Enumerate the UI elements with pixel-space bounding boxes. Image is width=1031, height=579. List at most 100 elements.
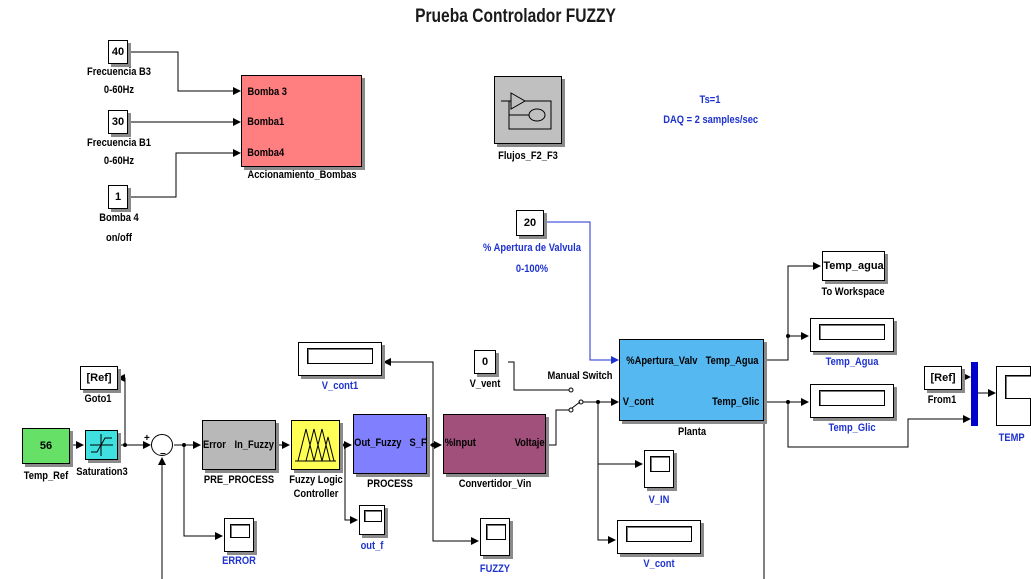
process-label: PROCESS [367,478,413,490]
scope-screen [626,526,692,542]
temp-scope-label: TEMP [998,432,1025,444]
apertura-range: 0-100% [515,263,549,275]
planta-label: Planta [677,426,707,438]
frec-b1-constant[interactable]: 30 [108,110,128,134]
fuzzy-logic-controller-block[interactable] [291,420,340,470]
apertura-constant[interactable]: 20 [516,210,544,236]
out-f-scope[interactable] [359,505,385,535]
port-bomba4: Bomba4 [247,147,285,159]
pre-process-label: PRE_PROCESS [203,474,275,486]
fuzzy-scope[interactable] [480,518,510,556]
saturation-label: Saturation3 [76,466,128,478]
port-error: Error [203,439,226,451]
manual-switch-label: Manual Switch [547,370,613,382]
port-input: %Input [444,437,476,449]
port-voltaje: Voltaje [514,437,545,449]
temp-agua-scope[interactable] [810,318,894,352]
to-workspace-label: To Workspace [821,286,885,298]
saturation-block[interactable] [85,430,118,460]
apertura-label: % Apertura de Valvula [483,242,581,254]
v-vent-label: V_vent [469,378,501,390]
out-f-scope-label: out_f [360,540,384,552]
wire-b3 [128,51,241,95]
port-s-f: S_F [409,437,427,449]
flujos-label: Flujos_F2_F3 [498,150,558,162]
bomba4-label: Bomba 4 [99,212,139,224]
port-apertura-valv: %Apertura_Valv [626,355,698,367]
port-v-cont: V_cont [622,396,654,408]
sum-block[interactable]: + − [144,433,173,460]
port-temp-glic: Temp_Glic [711,396,759,408]
wire-agua [764,262,821,361]
port-temp-agua: Temp_Agua [705,355,759,367]
manual-switch-block[interactable] [564,384,588,416]
wire-apertura [546,221,619,364]
error-scope-label: ERROR [222,555,256,567]
v-in-scope-label: V_IN [648,494,670,506]
wire-goto [117,374,126,445]
port-out-fuzzy: Out_Fuzzy [354,437,402,449]
manual-switch-icon [568,387,584,413]
bomba4-range: on/off [106,232,132,244]
v-in-scope[interactable] [644,450,674,488]
temp-scope[interactable] [996,366,1031,426]
port-bomba3: Bomba 3 [247,86,287,98]
port-bomba1: Bomba1 [247,116,285,128]
frec-b3-range: 0-60Hz [103,84,135,96]
diagram-title: Prueba Controlador FUZZY [415,6,616,27]
from1-block[interactable]: [Ref] [924,366,962,390]
flujos-subsystem-block[interactable] [494,76,562,144]
daq-note: DAQ = 2 samples/sec [663,114,759,126]
bomba4-constant[interactable]: 1 [108,185,128,209]
temp-ref-constant[interactable]: 56 [22,428,70,464]
sample-time-label: Ts=1 [699,94,721,106]
wire-vent-sw [508,361,569,391]
wire-error [183,445,223,540]
scope-screen [486,524,506,540]
convertidor-vin-block[interactable]: %Input Voltaje [443,414,546,474]
scope-screen [364,510,382,522]
accionamiento-bombas-label: Accionamiento_Bombas [247,169,357,181]
sum-minus: − [160,449,166,460]
v-cont-scope[interactable] [617,520,701,554]
v-vent-constant[interactable]: 0 [474,350,496,374]
saturation-icon [90,434,113,456]
from1-label: From1 [927,394,957,406]
port-in-fuzzy: In_Fuzzy [234,439,274,451]
membership-functions-icon [295,428,336,462]
scope-screen [819,324,885,340]
flc-label-2: Controller [293,488,339,500]
fuzzy-scope-label: FUZZY [479,563,511,575]
wire-conv-sw [546,409,569,446]
temp-glic-scope-label: Temp_Glic [828,422,876,434]
accionamiento-bombas-block[interactable]: Bomba 3 Bomba1 Bomba4 [241,75,362,167]
scope-screen [650,456,670,472]
mux-block[interactable] [971,362,978,426]
frec-b3-constant[interactable]: 40 [108,40,128,64]
v-cont1-scope[interactable] [298,342,382,376]
temp-glic-scope[interactable] [810,384,894,418]
wire-vcont1 [383,358,434,445]
error-scope[interactable] [224,518,254,552]
scope-screen [230,524,250,538]
scope-screen [307,348,373,364]
subsystem-icon [501,92,552,130]
scope-screen [1005,375,1031,399]
planta-block[interactable]: %Apertura_Valv V_cont Temp_Agua Temp_Gli… [619,339,764,421]
wire-b4 [128,149,241,198]
sum-plus: + [144,433,150,444]
wire-glic-mux [787,402,971,448]
scope-screen [819,390,885,406]
process-block[interactable]: Out_Fuzzy S_F [353,414,427,474]
to-workspace-block[interactable]: Temp_agua [822,251,885,281]
frec-b3-label: Frecuencia B3 [87,66,151,78]
v-cont1-scope-label: V_cont1 [321,380,359,392]
goto1-block[interactable]: [Ref] [80,366,118,390]
v-cont-scope-label: V_cont [643,558,675,570]
wire-fuzzy [432,445,479,545]
pre-process-block[interactable]: Error In_Fuzzy [202,420,276,470]
temp-ref-label: Temp_Ref [23,470,69,482]
wire-outf [344,445,358,524]
goto1-label: Goto1 [84,393,112,405]
